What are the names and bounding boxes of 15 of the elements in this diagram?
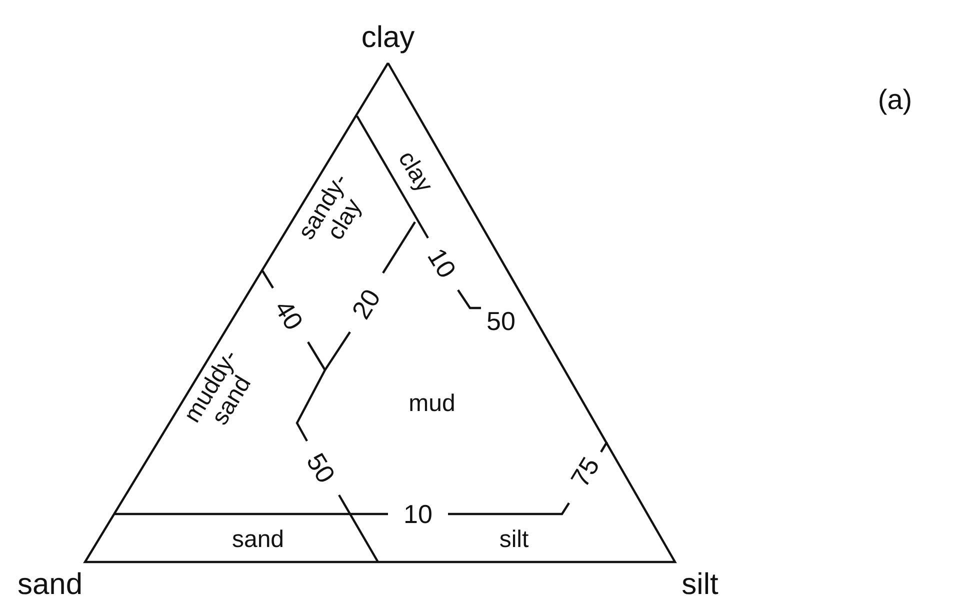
- boundary-value: 10: [423, 244, 461, 282]
- region-label: mud: [408, 392, 456, 416]
- boundary-value: 10: [404, 501, 432, 527]
- boundary-value: 40: [270, 296, 308, 334]
- region-label: sand: [232, 528, 284, 552]
- vertex-label: clay: [361, 23, 415, 53]
- boundary-value: 50: [486, 308, 516, 334]
- region-label: silt: [499, 528, 529, 552]
- boundary-value: 50: [302, 448, 340, 488]
- vertex-label: silt: [682, 570, 718, 600]
- vertex-label: sand: [17, 570, 83, 600]
- boundary-value: 20: [347, 284, 385, 324]
- panel-label: (a): [878, 86, 912, 114]
- region-label: clay: [394, 148, 436, 196]
- boundary-value: 75: [566, 452, 604, 492]
